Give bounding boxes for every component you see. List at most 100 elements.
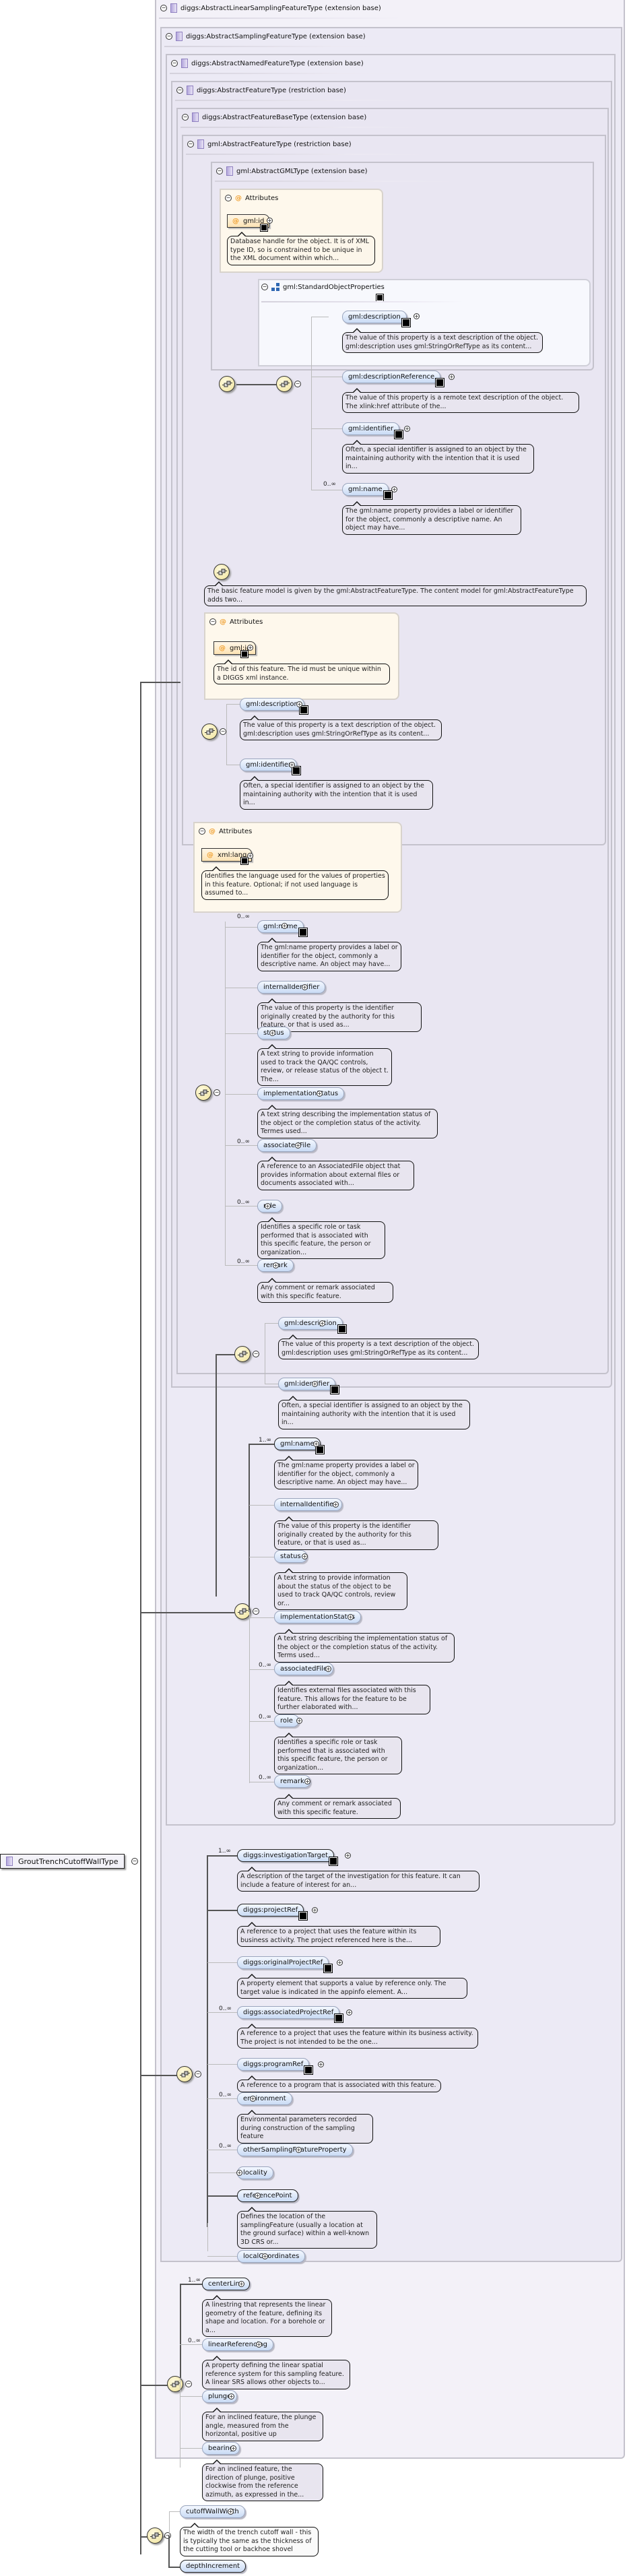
collapse-icon[interactable]: − <box>171 60 178 67</box>
expand-icon[interactable]: + <box>238 2281 244 2287</box>
element-environment[interactable]: environment <box>237 2092 292 2105</box>
element-gml-identifier[interactable]: gml:identifier <box>342 422 404 439</box>
element-gml-identifier[interactable]: gml:identifier <box>278 1378 340 1394</box>
element-gml-name[interactable]: gml:name <box>274 1438 325 1454</box>
sequence-icon[interactable] <box>176 2066 193 2082</box>
expand-icon[interactable]: + <box>247 853 253 859</box>
expand-icon[interactable]: + <box>312 1381 318 1387</box>
element-role[interactable]: role <box>274 1714 299 1727</box>
expand-icon[interactable]: + <box>313 1441 319 1447</box>
element-project-ref[interactable]: diggs:projectRef <box>237 1904 308 1921</box>
element-center-line[interactable]: centerLine <box>202 2278 251 2290</box>
collapse-icon[interactable]: − <box>182 114 189 121</box>
collapse-icon[interactable]: − <box>213 1089 220 1096</box>
expand-icon[interactable]: + <box>302 984 308 990</box>
sequence-icon[interactable] <box>234 1346 251 1362</box>
sequence-icon[interactable] <box>276 376 292 392</box>
element-implementation-status[interactable]: implementationStatus <box>274 1611 362 1623</box>
collapse-icon[interactable]: − <box>166 33 172 40</box>
collapse-icon[interactable]: − <box>294 381 301 387</box>
expand-icon[interactable]: + <box>289 762 295 768</box>
expand-icon[interactable]: + <box>228 2393 234 2400</box>
element-investigation-target[interactable]: diggs:investigationTarget <box>237 1849 339 1866</box>
expand-icon[interactable]: + <box>250 2096 256 2102</box>
expand-icon[interactable]: + <box>391 486 397 492</box>
expand-icon[interactable]: + <box>296 2147 302 2153</box>
collapse-icon[interactable]: − <box>187 141 194 148</box>
expand-icon[interactable]: + <box>325 1666 331 1672</box>
sequence-icon[interactable] <box>219 376 235 392</box>
sequence-icon[interactable] <box>195 1085 211 1101</box>
element-associated-project-ref[interactable]: diggs:associatedProjectRef <box>237 2006 344 2023</box>
element-program-ref[interactable]: diggs:programRef <box>237 2058 314 2075</box>
expand-icon[interactable]: + <box>319 1320 325 1326</box>
expand-icon[interactable]: + <box>273 1262 279 1268</box>
element-internal-identifier[interactable]: internalIdentifier <box>257 981 326 994</box>
element-original-project-ref[interactable]: diggs:originalProjectRef <box>237 1956 333 1973</box>
element-gml-description-reference[interactable]: gml:descriptionReference <box>342 371 445 387</box>
element-implementation-status[interactable]: implementationStatus <box>257 1087 345 1100</box>
collapse-icon[interactable]: − <box>185 2381 192 2387</box>
attribute-gml-id[interactable]: @gml:id <box>227 214 270 228</box>
element-gml-name[interactable]: gml:name <box>342 483 393 500</box>
collapse-icon[interactable]: − <box>220 728 226 735</box>
attribute-xml-lang[interactable]: @xml:lang <box>201 848 253 862</box>
element-associated-file[interactable]: associatedFile <box>274 1663 334 1675</box>
expand-icon[interactable]: + <box>346 2009 352 2016</box>
expand-icon[interactable]: + <box>269 1030 275 1036</box>
sequence-icon[interactable] <box>234 1603 251 1619</box>
expand-icon[interactable]: + <box>414 313 420 319</box>
collapse-icon[interactable]: − <box>160 5 167 11</box>
element-reference-point[interactable]: referencePoint <box>237 2189 298 2202</box>
collapse-icon[interactable]: − <box>253 1351 259 1357</box>
expand-icon[interactable]: + <box>265 1203 271 1209</box>
collapse-icon[interactable]: − <box>176 87 183 94</box>
element-local-coordinates[interactable]: localCoordinates <box>237 2250 306 2263</box>
expand-icon[interactable]: + <box>228 2509 234 2515</box>
sequence-icon[interactable] <box>147 2527 163 2544</box>
expand-icon[interactable]: + <box>267 218 273 224</box>
expand-icon[interactable]: + <box>304 1778 310 1784</box>
element-plunge[interactable]: plunge <box>202 2390 238 2403</box>
expand-icon[interactable]: + <box>302 1553 308 1559</box>
element-linear-referencing[interactable]: linearReferencing <box>202 2338 273 2351</box>
element-bearing[interactable]: bearing <box>202 2442 240 2455</box>
collapse-icon[interactable]: − <box>225 195 232 201</box>
expand-icon[interactable]: + <box>256 2342 262 2348</box>
collapse-icon[interactable]: − <box>164 2532 171 2539</box>
collapse-icon[interactable]: − <box>209 618 216 625</box>
expand-icon[interactable]: + <box>255 2193 261 2199</box>
collapse-icon[interactable]: − <box>195 2071 201 2078</box>
element-internal-identifier[interactable]: internalIdentifier <box>274 1498 343 1511</box>
element-gml-description[interactable]: gml:description <box>342 311 411 327</box>
element-depth-increment[interactable]: depthIncrement <box>180 2560 246 2573</box>
expand-icon[interactable]: + <box>449 374 455 380</box>
expand-icon[interactable]: + <box>230 2445 236 2451</box>
expand-icon[interactable]: + <box>247 645 253 651</box>
expand-icon[interactable]: + <box>404 426 410 432</box>
expand-icon[interactable]: + <box>296 1718 302 1724</box>
collapse-icon[interactable]: − <box>199 828 205 835</box>
expand-icon[interactable]: + <box>296 701 302 707</box>
element-gml-description[interactable]: gml:description <box>240 698 308 715</box>
expand-icon[interactable]: + <box>282 923 288 929</box>
collapse-icon[interactable]: − <box>216 168 223 174</box>
expand-icon[interactable]: + <box>295 1142 301 1149</box>
sequence-icon[interactable] <box>201 723 218 740</box>
expand-icon[interactable]: + <box>262 2253 268 2259</box>
expand-icon[interactable]: + <box>345 1853 351 1859</box>
expand-icon[interactable]: + <box>337 1960 343 1966</box>
collapse-icon[interactable]: − <box>131 1858 138 1865</box>
element-gml-name[interactable]: gml:name <box>257 920 308 937</box>
expand-icon[interactable]: + <box>348 1614 354 1620</box>
root-type-grout-trench-cutoff-wall[interactable]: GroutTrenchCutoffWallType <box>0 1854 125 1869</box>
sequence-icon[interactable] <box>213 564 230 580</box>
element-other-sampling-feature-property[interactable]: otherSamplingFeatureProperty <box>237 2144 353 2156</box>
expand-icon[interactable]: + <box>317 1091 323 1097</box>
collapse-icon[interactable]: − <box>261 284 268 290</box>
sequence-icon[interactable] <box>167 2376 183 2392</box>
expand-icon[interactable]: + <box>318 2061 324 2067</box>
element-locality[interactable]: locality <box>237 2166 273 2179</box>
collapse-icon[interactable]: − <box>253 1608 259 1615</box>
expand-icon[interactable]: + <box>333 1502 339 1508</box>
